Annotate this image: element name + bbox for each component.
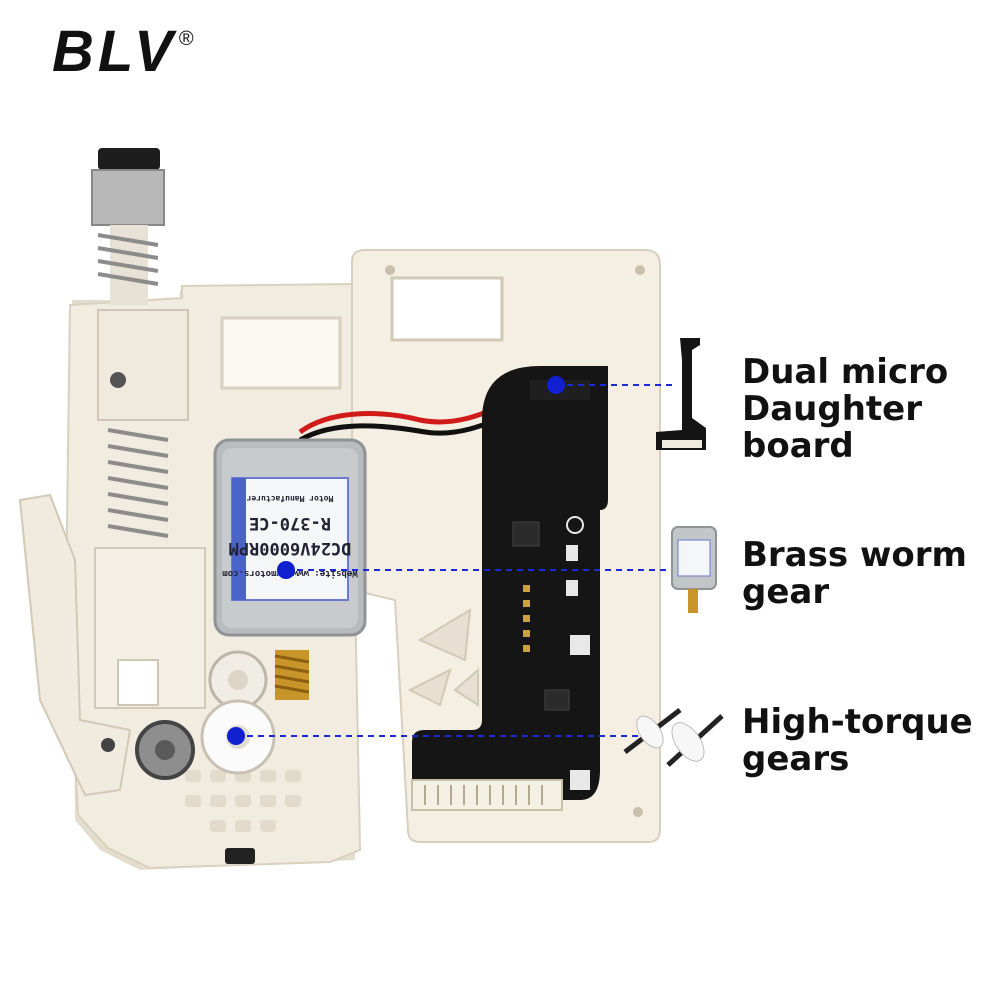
slider-block <box>97 309 189 421</box>
thumb-gears <box>623 708 724 767</box>
motor-label <box>231 477 349 601</box>
worm-gear <box>274 650 310 700</box>
push-fitting-nut <box>91 169 165 226</box>
vent-grid <box>185 770 301 832</box>
housing-window <box>390 276 504 342</box>
housing-left <box>64 282 362 870</box>
callout-line: gears <box>742 739 850 779</box>
callout-line: Daughter <box>742 389 922 429</box>
callout-dot-high-torque <box>227 727 245 745</box>
registered-mark: ® <box>178 27 198 50</box>
lower-spring <box>107 428 169 538</box>
push-fitting-cap <box>98 148 160 170</box>
callout-line: gear <box>742 572 830 612</box>
callout-line: High-torque <box>742 702 973 742</box>
motor-model-text: R-370-CE <box>249 513 331 533</box>
callout-line: board <box>742 426 854 466</box>
motor-maker-text: Motor Manufacturer <box>246 494 333 503</box>
callout-dots <box>227 376 565 745</box>
housing-slot <box>220 316 342 390</box>
callout-line: Dual micro <box>742 352 949 392</box>
motor-rating-text: DC24V6000RPM <box>229 538 352 558</box>
callout-worm-gear: Brass worm gear <box>742 537 967 611</box>
brand-name: BLV <box>52 19 177 84</box>
callout-line: Brass worm <box>742 535 967 575</box>
pcb-chips <box>512 521 570 711</box>
upper-spring <box>97 233 159 286</box>
callout-high-torque-gears: High-torque gears <box>742 704 973 778</box>
callout-dot-daughter-board <box>547 376 565 394</box>
triangle-cutouts <box>407 608 479 707</box>
lever <box>18 493 132 797</box>
jst-connector <box>411 779 563 811</box>
callout-dot-worm-gear <box>277 561 295 579</box>
callout-daughter-board: Dual micro Daughter board <box>742 354 948 465</box>
callout-lines <box>236 384 676 737</box>
brand-logo: BLV® <box>52 18 198 85</box>
thumb-daughter-board <box>656 338 706 450</box>
